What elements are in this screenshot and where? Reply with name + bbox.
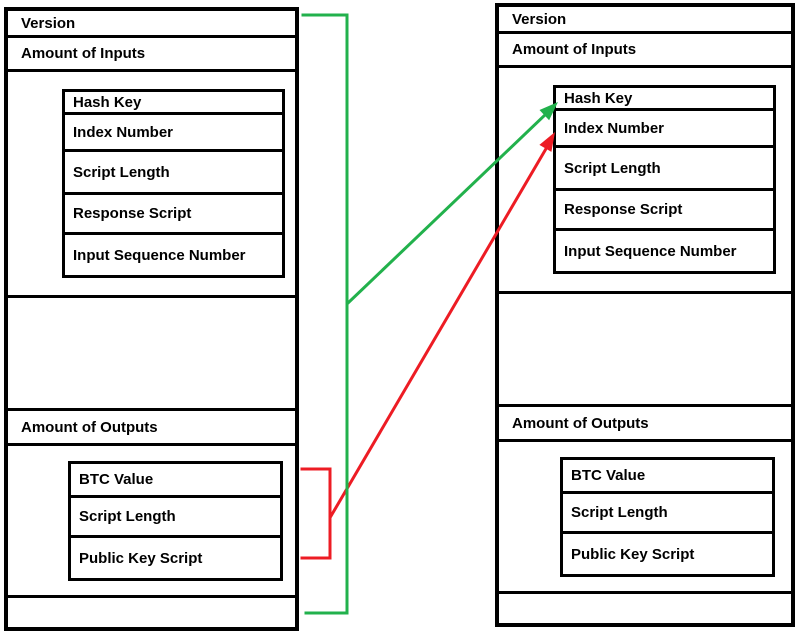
inputs-section: Hash Key Index Number Script Length Resp… [8,72,295,298]
version-row: Version [8,11,295,38]
field-index-number: Index Number [65,115,282,152]
green-bracket [301,13,349,615]
version-label: Version [512,10,567,28]
field-btc-value: BTC Value [563,460,772,494]
right-transaction-box: Version Amount of Inputs Hash Key Index … [495,3,795,627]
output-fields-box: BTC Value Script Length Public Key Scrip… [68,461,283,581]
field-btc-value: BTC Value [71,464,280,498]
field-hash-key: Hash Key [65,92,282,115]
field-script-length-out: Script Length [71,498,280,538]
outputs-section: BTC Value Script Length Public Key Scrip… [499,442,791,594]
input-fields-box: Hash Key Index Number Script Length Resp… [62,89,285,278]
field-index-number: Index Number [556,111,773,148]
version-label: Version [21,14,76,32]
field-script-length-out: Script Length [563,494,772,534]
field-input-sequence-number: Input Sequence Number [73,246,246,264]
output-fields-box: BTC Value Script Length Public Key Scrip… [560,457,775,577]
amount-of-inputs-label: Amount of Inputs [512,41,637,58]
left-transaction-box: Version Amount of Inputs Hash Key Index … [4,7,299,631]
field-script-length: Script Length [65,152,282,195]
field-response-script: Response Script [556,191,773,231]
version-row: Version [499,7,791,34]
spacer-section [499,294,791,407]
amount-of-outputs-row: Amount of Outputs [8,411,295,446]
amount-of-outputs-label: Amount of Outputs [512,414,649,432]
amount-of-inputs-label: Amount of Inputs [21,45,146,62]
input-fields-box: Hash Key Index Number Script Length Resp… [553,85,776,274]
field-script-length: Script Length [556,148,773,191]
bottom-spacer-row [8,598,295,627]
amount-of-inputs-row: Amount of Inputs [8,38,295,72]
inputs-section: Hash Key Index Number Script Length Resp… [499,68,791,294]
amount-of-outputs-row: Amount of Outputs [499,407,791,442]
field-hash-key: Hash Key [556,88,773,111]
red-bracket [300,467,332,560]
outputs-section: BTC Value Script Length Public Key Scrip… [8,446,295,598]
field-public-key-script: Public Key Script [571,545,695,563]
field-input-sequence-number: Input Sequence Number [564,242,737,260]
amount-of-outputs-label: Amount of Outputs [21,418,158,436]
field-response-script: Response Script [65,195,282,235]
spacer-section [8,298,295,411]
amount-of-inputs-row: Amount of Inputs [499,34,791,68]
field-public-key-script: Public Key Script [79,549,203,567]
bottom-spacer-row [499,594,791,623]
